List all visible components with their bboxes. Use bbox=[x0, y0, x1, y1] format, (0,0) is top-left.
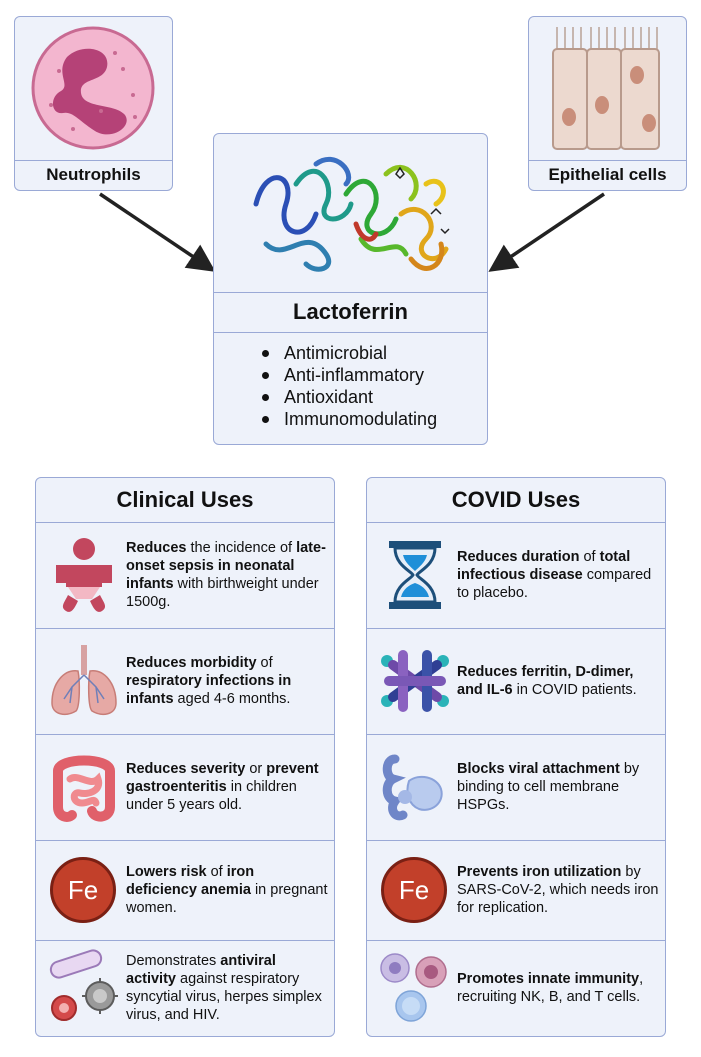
body-text: in COVID patients. bbox=[512, 682, 637, 698]
property-item: Anti-inflammatory bbox=[262, 364, 437, 386]
emphasis-text: Lowers risk bbox=[126, 864, 207, 880]
body-text: or bbox=[245, 761, 267, 777]
clinical-row-text: Reduces the incidence of late-onset seps… bbox=[126, 539, 328, 611]
covid-row-text: Prevents iron utilization by SARS-CoV-2,… bbox=[457, 863, 659, 917]
emphasis-text: Prevents iron utilization bbox=[457, 864, 622, 880]
property-item: Antimicrobial bbox=[262, 342, 437, 364]
emphasis-text: Blocks viral attachment bbox=[457, 761, 620, 777]
neutrophil-illustration bbox=[15, 17, 172, 161]
emphasis-text: late-onset sepsis in neonatal infants bbox=[126, 540, 326, 592]
covid-row-text: Blocks viral attachment by binding to ce… bbox=[457, 760, 659, 814]
property-item: Antioxidant bbox=[262, 386, 437, 408]
body-text: compared to placebo. bbox=[457, 567, 652, 601]
epithelial-label: Epithelial cells bbox=[548, 165, 667, 184]
emphasis-text: Promotes innate immunity bbox=[457, 971, 640, 987]
epithelial-cells-icon bbox=[552, 27, 660, 150]
iron-icon: Fe bbox=[381, 857, 447, 923]
clinical-row: Reduces morbidity of respiratory infecti… bbox=[36, 628, 334, 735]
clinical-row-text: Reduces morbidity of respiratory infecti… bbox=[126, 654, 328, 708]
emphasis-text: total infectious disease bbox=[457, 549, 631, 583]
emphasis-text: Reduces duration bbox=[457, 549, 580, 565]
body-text: by SARS-CoV-2, which needs iron for repl… bbox=[457, 864, 659, 916]
iron-icon: Fe bbox=[50, 857, 116, 923]
infant-icon bbox=[56, 538, 112, 612]
body-text: the incidence of bbox=[186, 540, 297, 556]
covid-row-text: Reduces ferritin, D-dimer, and IL-6 in C… bbox=[457, 663, 659, 699]
covid-uses-title: COVID Uses bbox=[367, 478, 665, 523]
epithelial-box: Epithelial cells bbox=[528, 16, 687, 191]
lactoferrin-title: Lactoferrin bbox=[293, 299, 408, 324]
immune-cells-icon bbox=[380, 953, 447, 1022]
covid-row-text: Reduces duration of total infectious dis… bbox=[457, 548, 659, 602]
neutrophils-label: Neutrophils bbox=[46, 165, 141, 184]
lungs-icon bbox=[51, 645, 117, 716]
body-text: in children under 5 years old. bbox=[126, 779, 297, 813]
emphasis-text: iron deficiency anemia bbox=[126, 864, 255, 898]
body-text: Demonstrates bbox=[126, 953, 221, 969]
property-item: Immunomodulating bbox=[262, 408, 437, 430]
body-text: aged 4-6 months. bbox=[173, 691, 291, 707]
clinical-row: Reduces the incidence of late-onset seps… bbox=[36, 522, 334, 629]
neutrophil-icon bbox=[31, 26, 155, 150]
lactoferrin-properties-list: Antimicrobial Anti-inflammatory Antioxid… bbox=[262, 342, 437, 430]
emphasis-text: antiviral activity bbox=[126, 953, 276, 987]
clinical-uses-panel: Clinical Uses Reduces the incidence of l… bbox=[35, 477, 335, 1037]
hourglass-icon bbox=[389, 541, 441, 609]
lactoferrin-protein-structure-icon bbox=[253, 156, 450, 272]
covid-row: Reduces duration of total infectious dis… bbox=[367, 522, 665, 629]
covid-uses-panel: COVID Uses Reduces duration of total inf… bbox=[366, 477, 666, 1037]
hspg-icon bbox=[382, 754, 443, 821]
emphasis-text: Reduces bbox=[126, 540, 187, 556]
covid-row: Blocks viral attachment by binding to ce… bbox=[367, 734, 665, 841]
clinical-row-text: Demonstrates antiviral activity against … bbox=[126, 952, 328, 1024]
clinical-row-text: Lowers risk of iron deficiency anemia in… bbox=[126, 863, 328, 917]
emphasis-text: respiratory infections in infants bbox=[126, 673, 292, 707]
lactoferrin-divider-bottom bbox=[214, 332, 487, 333]
covid-row: Promotes innate immunity, recruiting NK,… bbox=[367, 940, 665, 1036]
virus-icon bbox=[49, 949, 118, 1021]
arrow-epithelial-to-lactoferrin bbox=[488, 192, 605, 272]
covid-row: Fe Prevents iron utilization by SARS-CoV… bbox=[367, 840, 665, 941]
body-text: , recruiting NK, B, and T cells. bbox=[457, 971, 644, 1005]
clinical-row: Reduces severity or prevent gastroenteri… bbox=[36, 734, 334, 841]
covid-row-text: Promotes innate immunity, recruiting NK,… bbox=[457, 970, 659, 1006]
emphasis-text: prevent gastroenteritis bbox=[126, 761, 319, 795]
neutrophils-box: Neutrophils bbox=[14, 16, 173, 191]
emphasis-text: Reduces ferritin, D-dimer, and IL-6 bbox=[457, 664, 634, 698]
intestine-icon bbox=[53, 755, 115, 822]
clinical-row: Demonstrates antiviral activity against … bbox=[36, 940, 334, 1036]
emphasis-text: Reduces morbidity bbox=[126, 655, 257, 671]
body-text: of bbox=[206, 864, 227, 880]
body-text: of bbox=[579, 549, 600, 565]
body-text: against respiratory syncytial virus, her… bbox=[126, 971, 322, 1023]
clinical-row-text: Reduces severity or prevent gastroenteri… bbox=[126, 760, 328, 814]
clinical-uses-title: Clinical Uses bbox=[36, 478, 334, 523]
emphasis-text: Reduces severity bbox=[126, 761, 246, 777]
body-text: by binding to cell membrane HSPGs. bbox=[457, 761, 640, 813]
lactoferrin-divider-top bbox=[214, 292, 487, 293]
epithelial-illustration bbox=[529, 17, 686, 161]
covid-row: Reduces ferritin, D-dimer, and IL-6 in C… bbox=[367, 628, 665, 735]
lactoferrin-box: Lactoferrin Antimicrobial Anti-inflammat… bbox=[213, 133, 488, 445]
protein-complex-icon bbox=[381, 650, 449, 712]
arrow-neutrophils-to-lactoferrin bbox=[99, 192, 216, 272]
body-text: in pregnant women. bbox=[126, 882, 328, 916]
body-text: with birthweight under 1500g. bbox=[126, 576, 319, 610]
body-text: of bbox=[256, 655, 273, 671]
clinical-row: Fe Lowers risk of iron deficiency anemia… bbox=[36, 840, 334, 941]
